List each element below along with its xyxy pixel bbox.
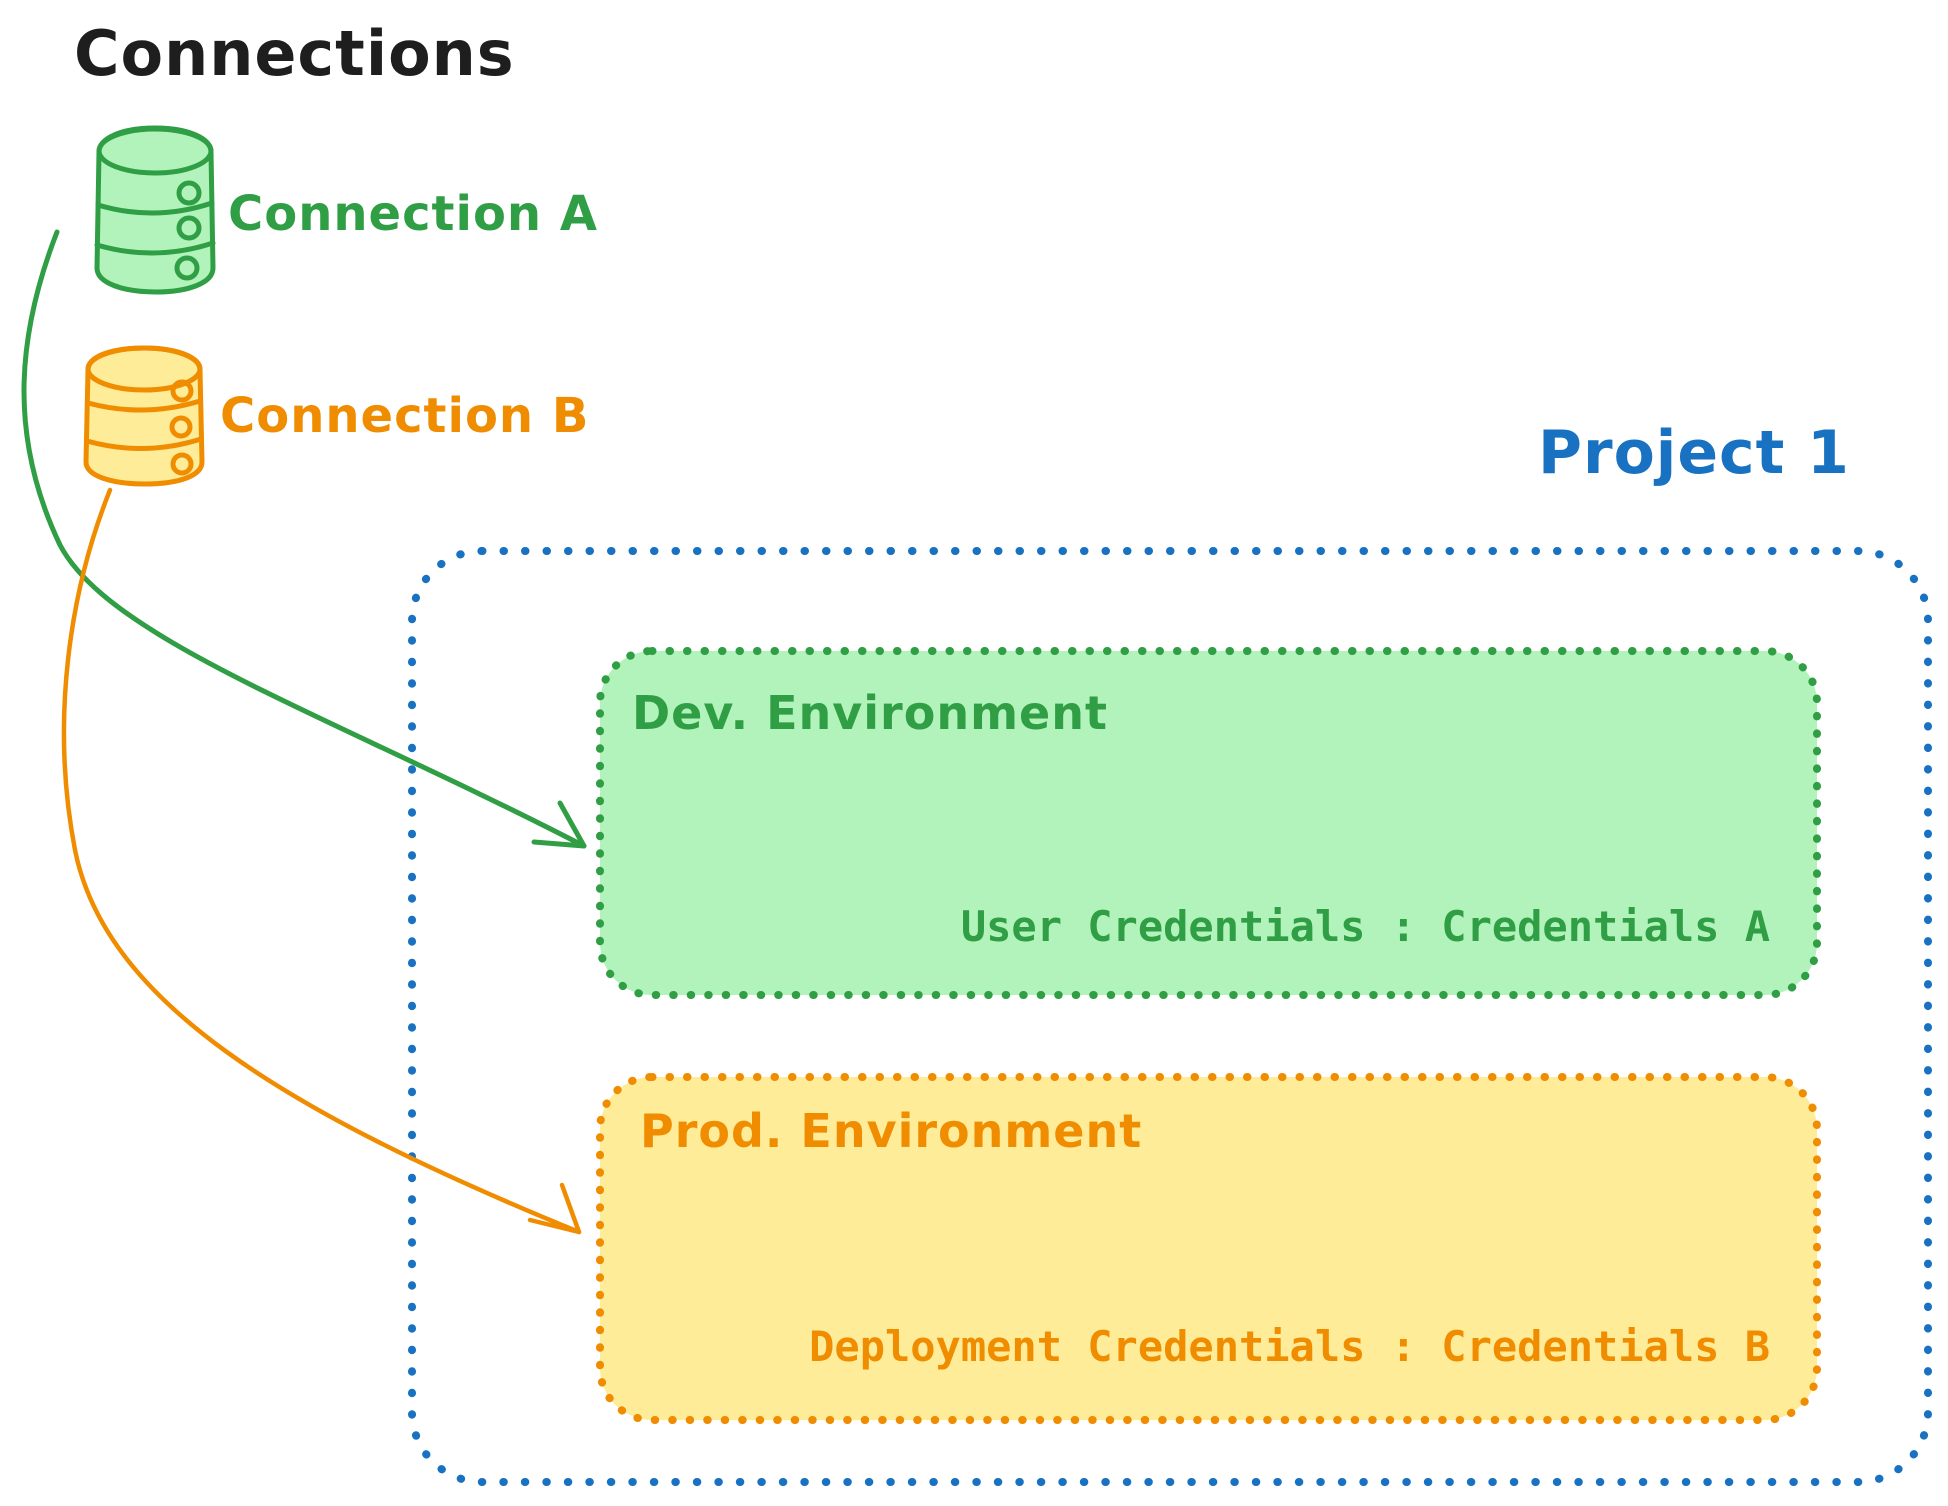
- arrow-connection-a-to-dev: [21, 229, 587, 849]
- connection-b-database-icon: [83, 345, 205, 487]
- connection-a-label: Connection A: [228, 186, 598, 242]
- arrow-connection-b-to-prod: [61, 487, 582, 1235]
- connection-a-database-icon: [94, 125, 216, 295]
- prod-environment-credentials: Deployment Credentials : Credentials B: [809, 1322, 1770, 1371]
- dev-environment-box: [596, 647, 1821, 999]
- prod-environment-box: [596, 1073, 1821, 1424]
- dev-environment-title: Dev. Environment: [632, 686, 1108, 740]
- connection-b-label: Connection B: [220, 388, 590, 444]
- prod-environment-title: Prod. Environment: [640, 1104, 1143, 1158]
- dev-environment-credentials: User Credentials : Credentials A: [960, 902, 1770, 951]
- project-1-label: Project 1: [1538, 418, 1850, 488]
- diagram-title: Connections: [74, 17, 515, 90]
- project-1-box: [408, 547, 1932, 1486]
